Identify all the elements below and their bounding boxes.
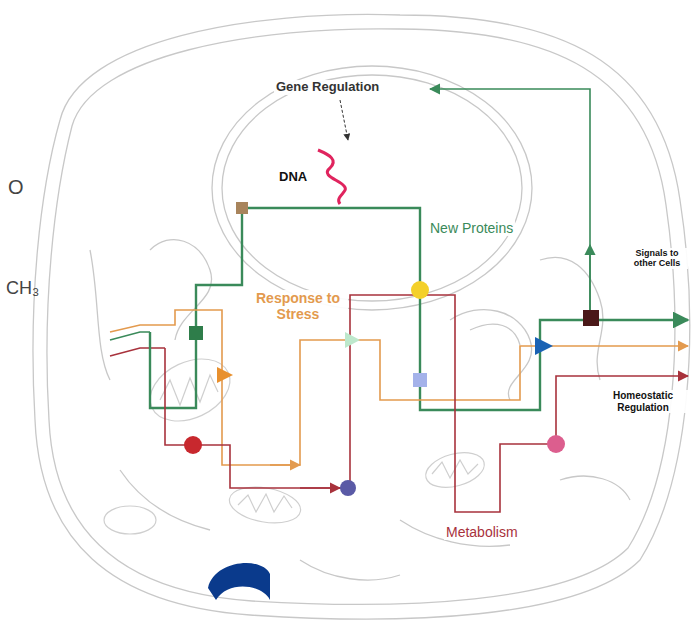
pathway-label: Signals to other Cells	[626, 248, 688, 269]
pathway-label: Gene Regulation	[274, 80, 381, 95]
cell-outline	[33, 14, 690, 619]
blue-arc	[208, 563, 270, 600]
protein-pathway	[150, 89, 688, 410]
pathway-label: O	[6, 176, 26, 199]
pathway-label: Response to Stress	[248, 290, 348, 322]
pathway-label: Metabolism	[444, 524, 520, 540]
input-signals	[110, 325, 165, 356]
dna-strand	[318, 150, 345, 204]
pathway-label: New Proteins	[428, 220, 515, 236]
mitochondria	[104, 347, 488, 534]
pathway-markers	[184, 202, 599, 496]
pathway-label: DNA	[277, 170, 309, 185]
leader-arrow	[340, 100, 348, 140]
stress-pathway	[160, 310, 688, 465]
pathway-label: CH₃	[4, 278, 41, 299]
pathway-label: Homeostatic Regulation	[594, 390, 692, 413]
